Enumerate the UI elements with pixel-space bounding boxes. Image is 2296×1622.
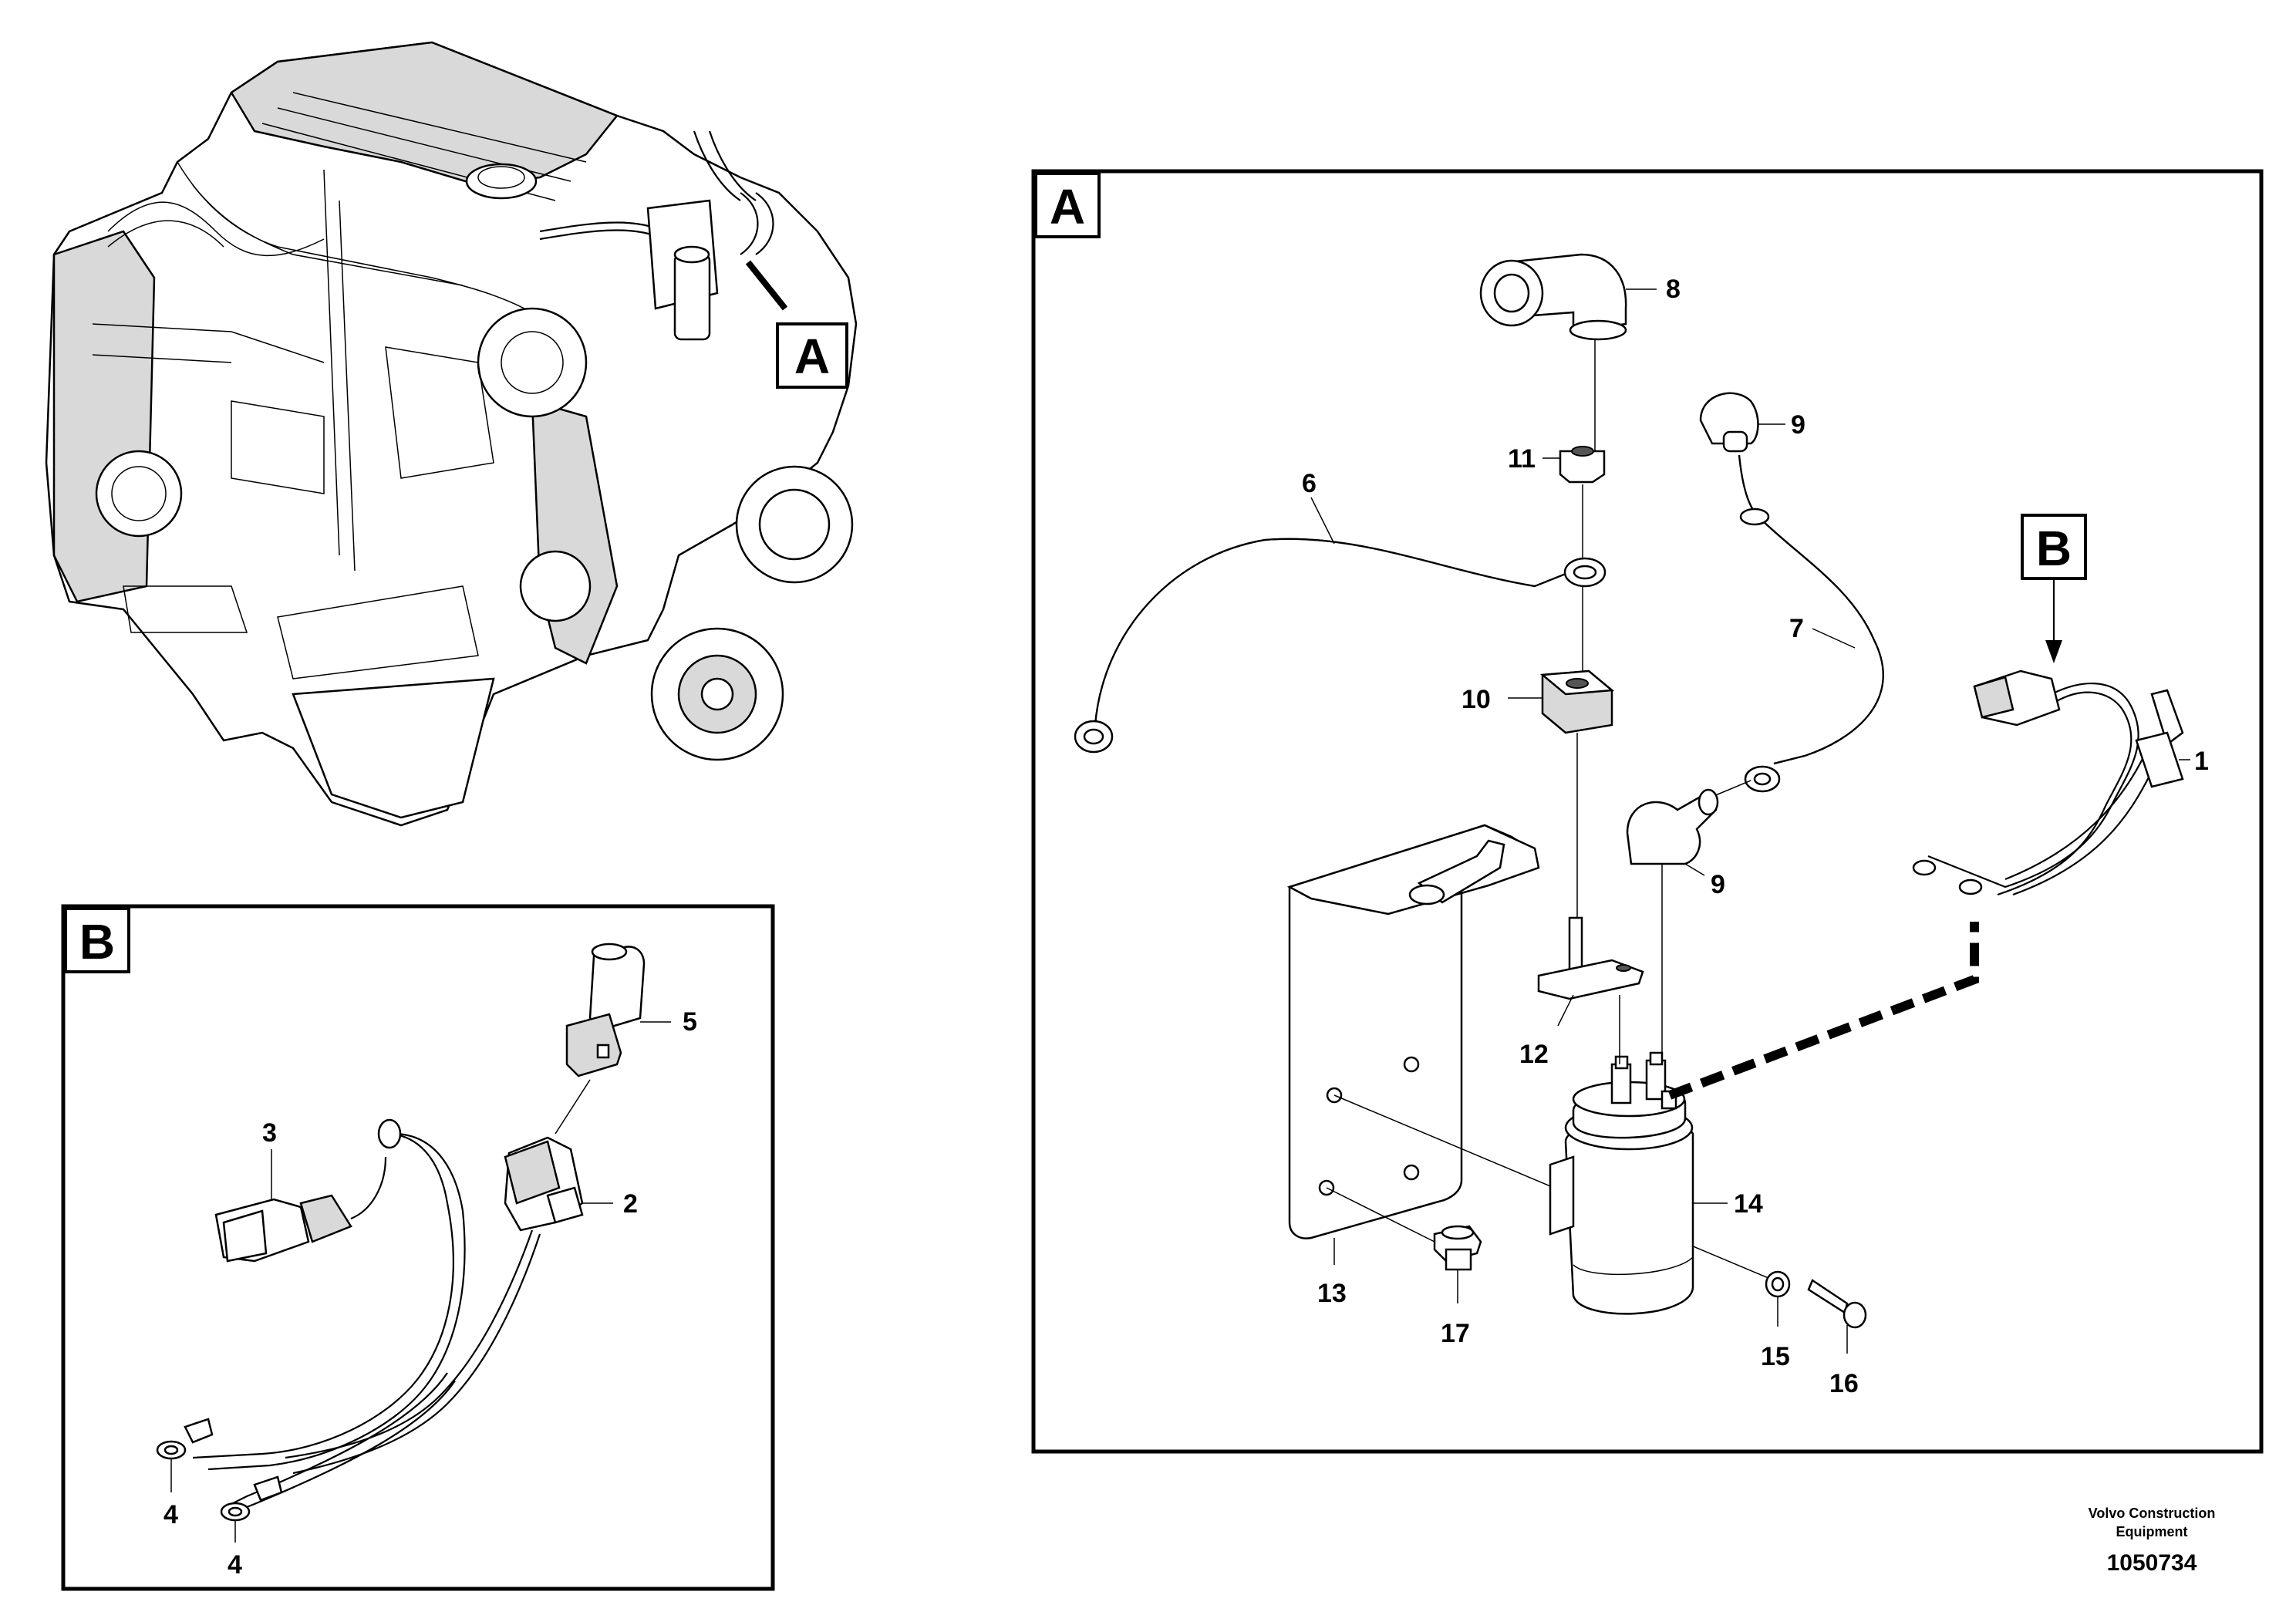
detail-b-frame (61, 904, 775, 1591)
company-line1: Volvo Construction (2089, 1506, 2216, 1521)
company-line2: Equipment (2116, 1524, 2188, 1539)
title-block: Volvo Construction Equipment 1050734 (2089, 1506, 2216, 1576)
detail-b-view: B (61, 904, 775, 1591)
stud-bracket-12 (1537, 916, 1644, 1000)
detail-a-view: A (1031, 169, 2264, 1454)
callout-10: 10 (1462, 685, 1491, 714)
callout-16: 16 (1829, 1369, 1859, 1398)
drawing-number: 1050734 (2107, 1550, 2197, 1576)
callout-14: 14 (1734, 1189, 1763, 1219)
harness-1 (1912, 669, 2184, 896)
cable-7 (1738, 454, 1884, 793)
callout-4-right: 4 (228, 1550, 242, 1580)
detail-b-tag: B (64, 907, 130, 973)
callout-13: 13 (1317, 1279, 1347, 1308)
connector-3 (214, 1194, 352, 1263)
engine-tag-a-label: A (794, 329, 830, 384)
harness-b-wires (156, 1118, 541, 1522)
callout-8: 8 (1666, 275, 1681, 304)
callout-3: 3 (262, 1118, 277, 1148)
boot-9-top (1699, 392, 1759, 453)
solenoid-14 (1549, 1051, 1694, 1315)
callout-5: 5 (683, 1007, 697, 1037)
detail-b-tag-label: B (79, 914, 115, 969)
callout-4-left: 4 (164, 1500, 178, 1529)
callout-2: 2 (623, 1189, 638, 1219)
mounting-bracket-13 (1286, 824, 1540, 1239)
nut-11 (1559, 446, 1606, 484)
detail-a-tag-b-label: B (2036, 521, 2072, 576)
callout-9-lower: 9 (1711, 870, 1725, 899)
engine-tag-a: A (776, 322, 848, 389)
boot-9-lower (1626, 788, 1719, 865)
callout-9-top: 9 (1791, 410, 1805, 440)
detail-a-frame (1031, 169, 2264, 1454)
insulator-10 (1539, 669, 1615, 734)
elbow-boot-8 (1479, 253, 1627, 341)
connector-2 (504, 1136, 584, 1232)
detail-a-tag-label: A (1050, 179, 1085, 234)
battery-cable-6 (1074, 538, 1607, 754)
screw-16 (1807, 1279, 1867, 1329)
callout-1: 1 (2194, 747, 2209, 776)
detail-a-tag: A (1034, 172, 1101, 238)
callout-17: 17 (1441, 1319, 1470, 1348)
connector-5 (565, 943, 646, 1077)
callout-12: 12 (1519, 1040, 1549, 1069)
engine-overview: A (45, 41, 858, 827)
washer-15 (1765, 1270, 1791, 1298)
callout-15: 15 (1761, 1342, 1790, 1371)
bolt-17 (1433, 1225, 1482, 1271)
detail-a-tag-b: B (2021, 514, 2087, 580)
callout-7: 7 (1789, 614, 1804, 643)
callout-6: 6 (1302, 469, 1317, 498)
callout-11: 11 (1508, 444, 1536, 474)
